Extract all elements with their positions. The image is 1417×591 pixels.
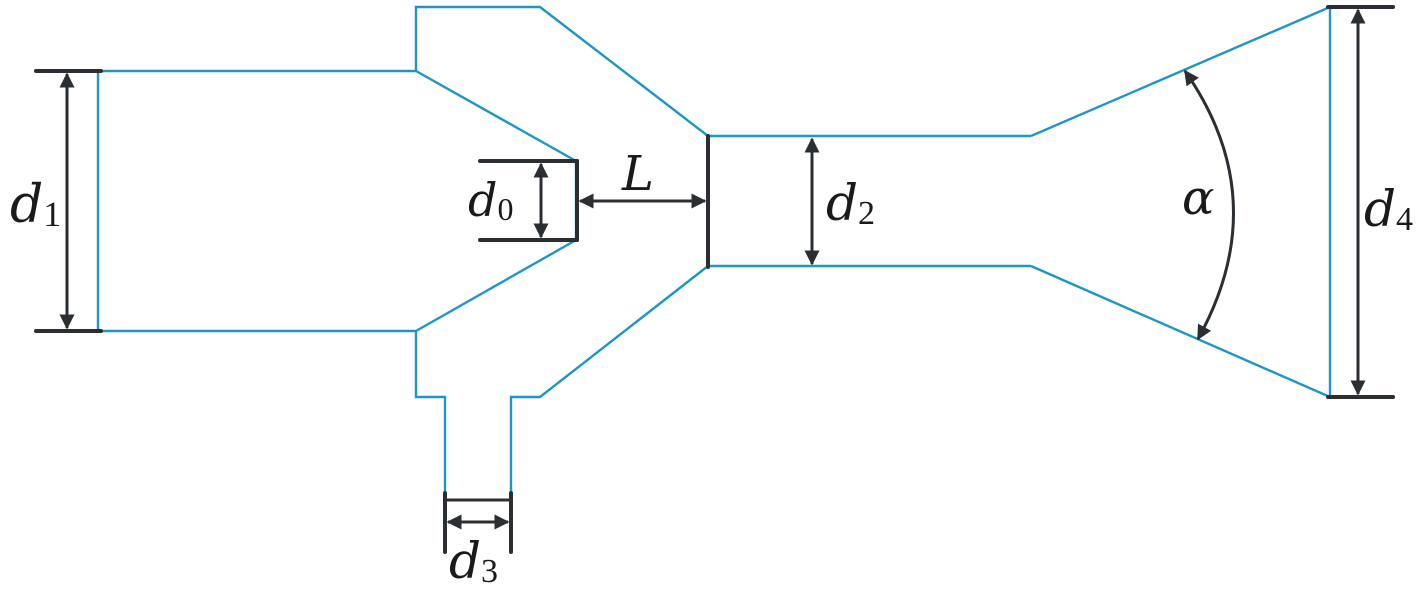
label-d0: d0 xyxy=(468,173,513,227)
suction-pipe-right-wall xyxy=(509,265,709,500)
label-d3: d3 xyxy=(449,532,498,590)
nozzle-upper-wall xyxy=(415,69,577,163)
label-d2: d2 xyxy=(826,174,875,232)
label-d1: d1 xyxy=(10,175,61,235)
pump-outline xyxy=(96,5,1332,500)
suction-chamber-lower-wall xyxy=(414,331,447,500)
label-d4: d4 xyxy=(1364,180,1413,238)
diffuser-lower-wall xyxy=(1030,264,1331,399)
alpha-angle-arc xyxy=(1183,69,1235,341)
dimension-labels: d1 d0 L d2 d3 d4 α xyxy=(10,146,1413,590)
nozzle-lower-wall xyxy=(415,238,577,333)
label-L: L xyxy=(621,146,654,202)
label-alpha: α xyxy=(1182,170,1214,226)
diffuser-upper-wall xyxy=(1030,5,1331,138)
suction-chamber-upper-wall xyxy=(414,5,709,137)
dimension-lines xyxy=(34,5,1395,554)
